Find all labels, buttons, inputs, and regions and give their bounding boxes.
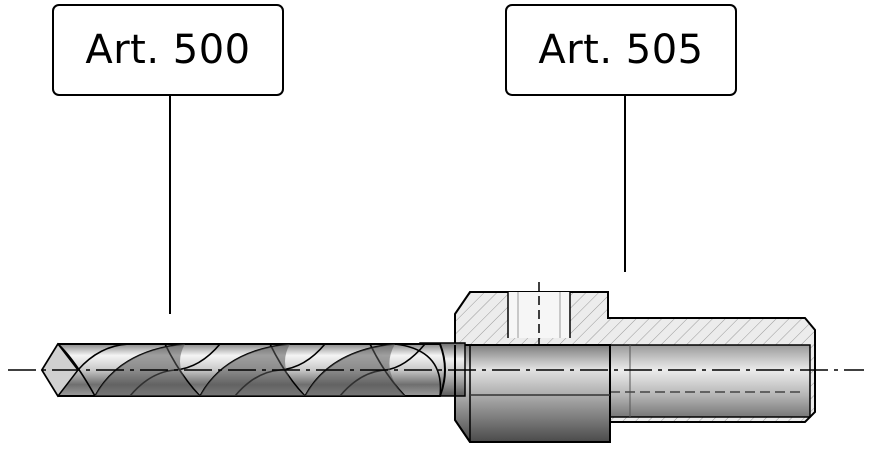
label-art-500: Art. 500 bbox=[52, 4, 284, 96]
holder-bore bbox=[609, 344, 811, 418]
label-art-505: Art. 505 bbox=[505, 4, 737, 96]
holder-body bbox=[454, 282, 816, 443]
holder-collar bbox=[454, 344, 611, 443]
